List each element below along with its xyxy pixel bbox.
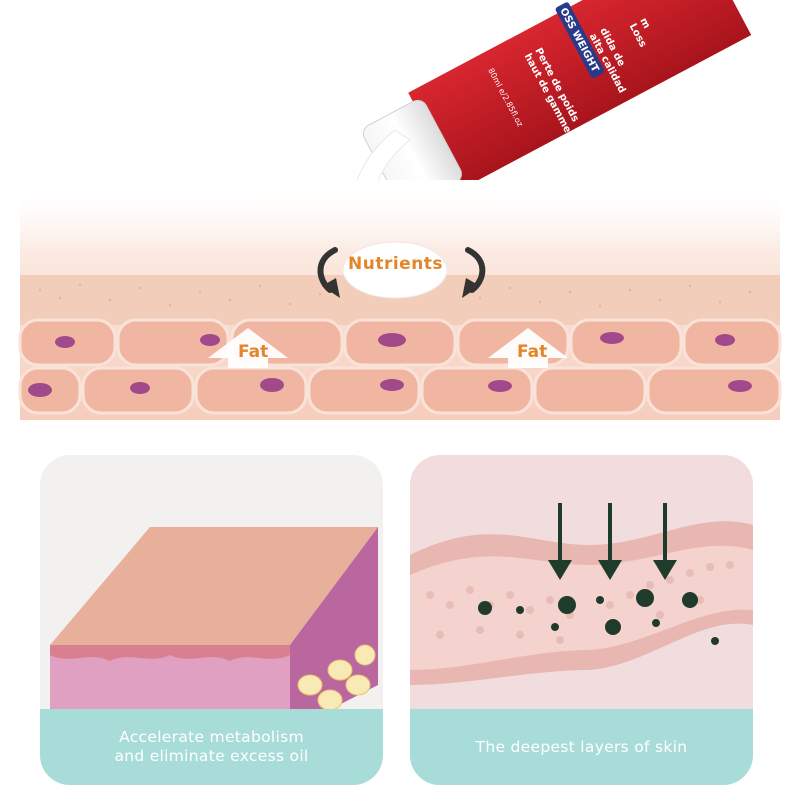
deep-layers-panel: The deepest layers of skin [410,455,753,785]
deep-layers-caption: The deepest layers of skin [410,709,753,785]
down-arrow-icon [653,503,677,580]
down-arrow-icon [548,503,572,580]
skin-cross-section [18,180,782,420]
cream-tube: ıG m Loss dida de alta calidad Perte de … [352,0,752,220]
caption-line-1: Accelerate metabolism [119,728,304,746]
fat-label-right: Fat [517,342,548,362]
svg-text:m: m [637,16,652,30]
fat-label-left: Fat [238,342,269,362]
caption-text: The deepest layers of skin [475,737,688,756]
up-arrow-icon [208,328,288,368]
caption-line-2: and eliminate excess oil [114,747,309,765]
metabolism-panel: Accelerate metabolism and eliminate exce… [40,455,383,785]
up-arrow-icon [488,328,568,368]
metabolism-caption: Accelerate metabolism and eliminate exce… [40,709,383,785]
nutrients-label: Nutrients [348,254,444,274]
down-arrow-icon [598,503,622,580]
